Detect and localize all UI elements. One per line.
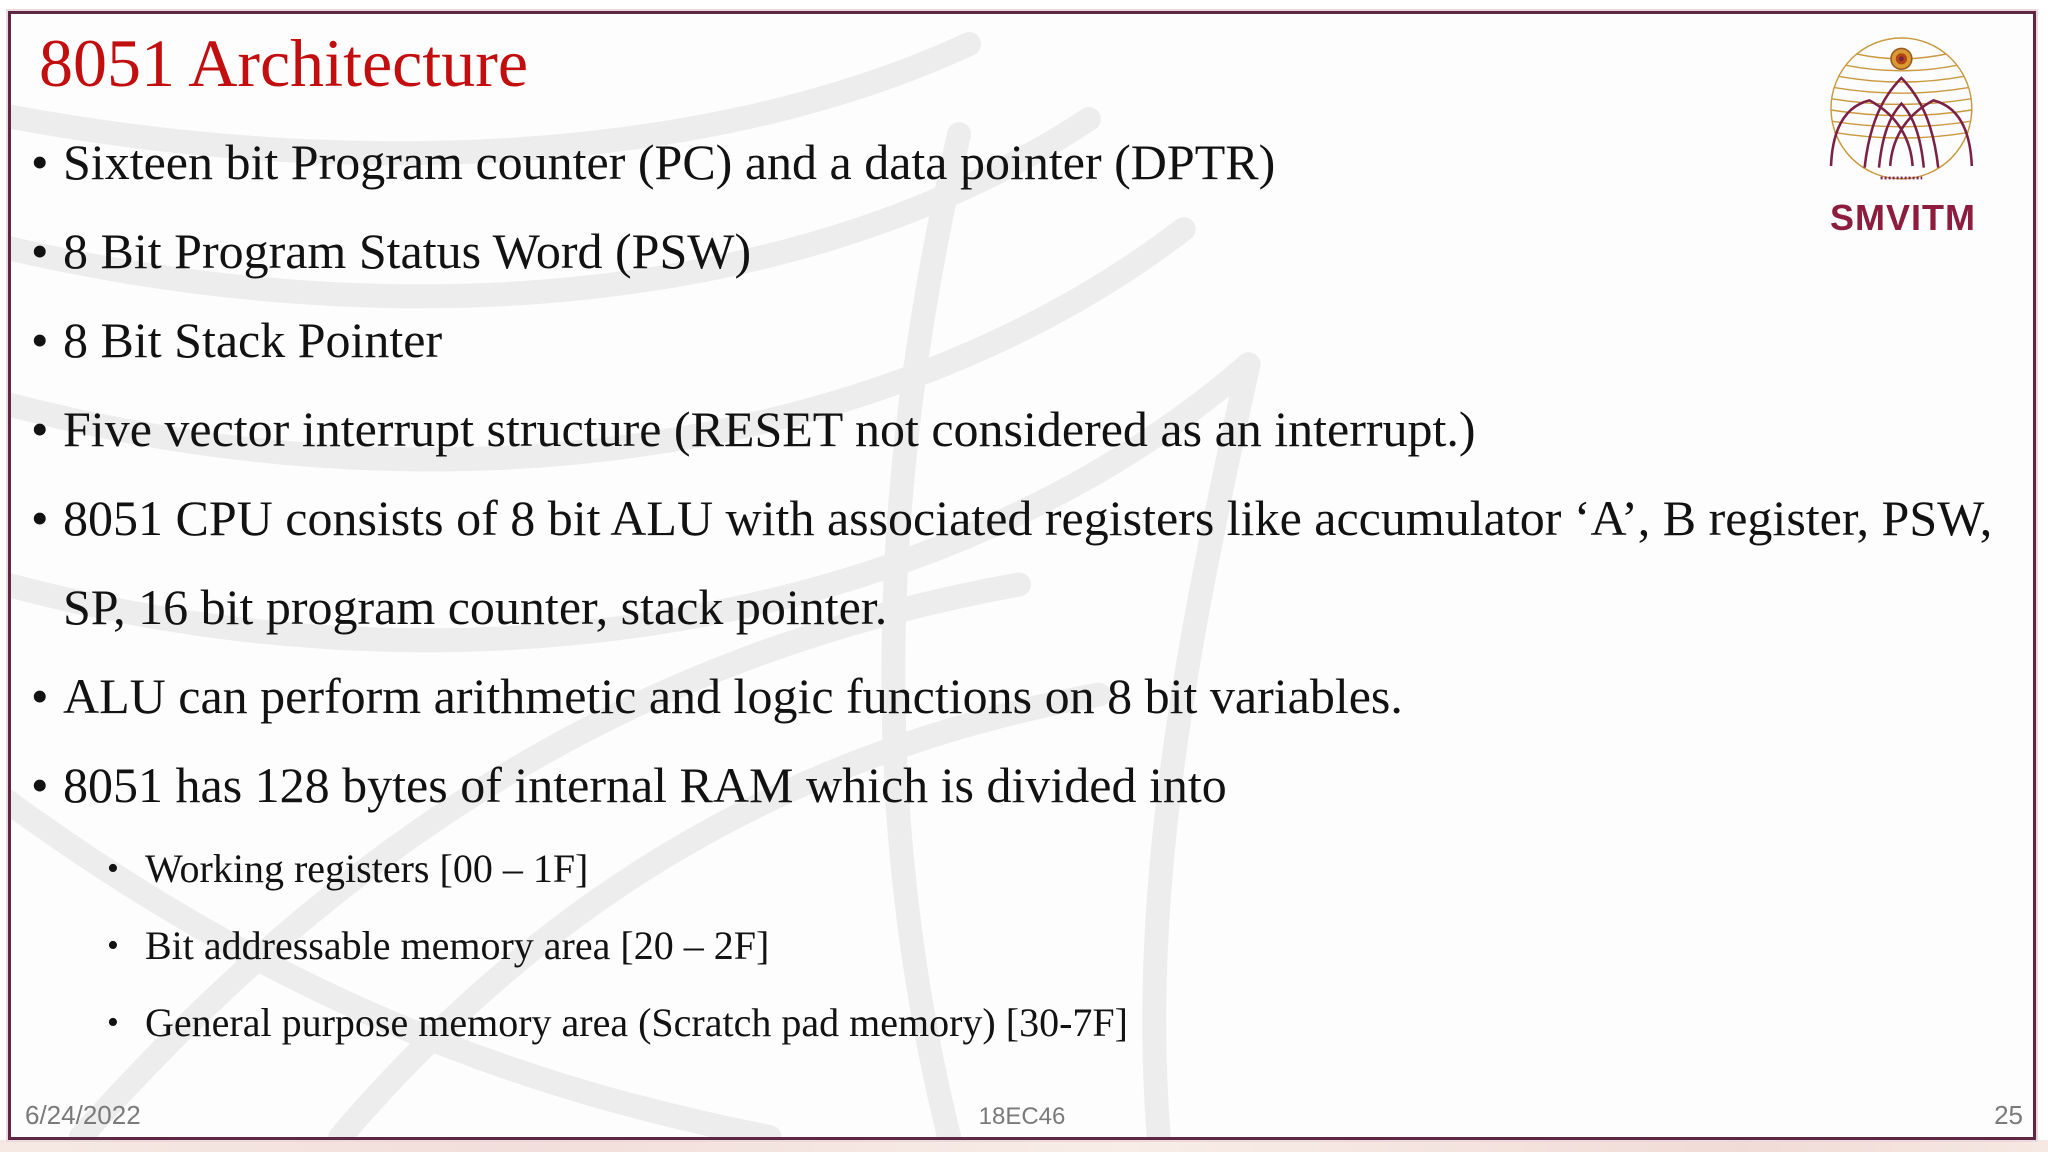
sub-bullet-item: • Bit addressable memory area [20 – 2F] <box>23 907 2033 984</box>
bullet-marker: • <box>31 312 49 369</box>
slide: SMVITM 8051 Architecture • Sixteen bit P… <box>8 11 2036 1140</box>
bullet-item: • 8051 has 128 bytes of internal RAM whi… <box>23 741 2033 830</box>
sub-bullet-text: Working registers [00 – 1F] <box>145 846 589 892</box>
bullet-marker: • <box>107 850 119 888</box>
bullet-item: • Sixteen bit Program counter (PC) and a… <box>23 118 2033 207</box>
bullet-marker: • <box>31 757 49 814</box>
lotus-petals-icon <box>1829 76 1974 168</box>
bullet-item: • 8051 CPU consists of 8 bit ALU with as… <box>23 474 2008 652</box>
bullet-text: 8051 has 128 bytes of internal RAM which… <box>63 757 1227 814</box>
bullet-text: Sixteen bit Program counter (PC) and a d… <box>63 134 1276 191</box>
bullet-text: 8 Bit Program Status Word (PSW) <box>63 223 752 280</box>
bullet-marker: • <box>31 223 49 280</box>
bullet-item: • ALU can perform arithmetic and logic f… <box>23 652 2033 741</box>
sub-bullet-text: Bit addressable memory area [20 – 2F] <box>145 923 770 969</box>
bullet-marker: • <box>107 1004 119 1042</box>
sub-bullet-text: General purpose memory area (Scratch pad… <box>145 1000 1128 1046</box>
footer-date: 6/24/2022 <box>25 1100 141 1130</box>
footer-course-code: 18EC46 <box>978 1103 1066 1130</box>
footer-page-number: 25 <box>1994 1100 2023 1130</box>
sub-bullet-item: • Working registers [00 – 1F] <box>23 830 2033 907</box>
slide-footer: 6/24/2022 18EC46 25 <box>11 1097 2033 1131</box>
bullet-marker: • <box>31 668 49 725</box>
smvitm-emblem-icon <box>1829 37 1974 180</box>
smvitm-logo-text: SMVITM <box>1830 197 1976 238</box>
bottom-edge-strip <box>0 1140 2048 1152</box>
bullet-item: • Five vector interrupt structure (RESET… <box>23 385 2033 474</box>
sub-bullet-item: • General purpose memory area (Scratch p… <box>23 984 2033 1061</box>
bullet-marker: • <box>31 490 49 547</box>
bullet-marker: • <box>107 927 119 965</box>
bullet-text: Five vector interrupt structure (RESET n… <box>63 401 1476 458</box>
bullet-text: 8051 CPU consists of 8 bit ALU with asso… <box>63 490 1993 636</box>
bullet-item: • 8 Bit Stack Pointer <box>23 296 2033 385</box>
bullet-item: • 8 Bit Program Status Word (PSW) <box>23 207 2033 296</box>
bullet-list: • Sixteen bit Program counter (PC) and a… <box>23 118 2033 1061</box>
watermark-pattern <box>11 32 1261 1137</box>
slide-title: 8051 Architecture <box>39 25 529 101</box>
bullet-marker: • <box>31 401 49 458</box>
bullet-text: ALU can perform arithmetic and logic fun… <box>63 668 1403 725</box>
bullet-marker: • <box>31 134 49 191</box>
smvitm-logo: SMVITM <box>1803 30 2003 239</box>
bullet-text: 8 Bit Stack Pointer <box>63 312 443 369</box>
